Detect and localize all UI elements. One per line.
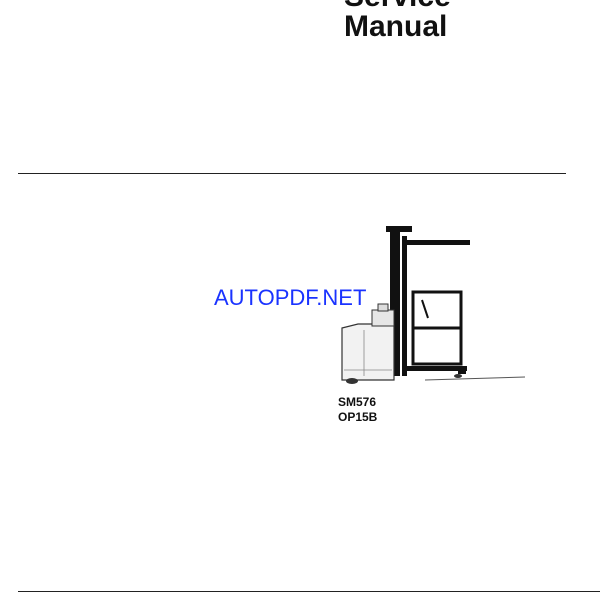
drive-wheel bbox=[346, 378, 358, 384]
fork bbox=[407, 366, 467, 371]
watermark-text: AUTOPDF.NET bbox=[214, 285, 367, 310]
document-title-line-1: Service bbox=[344, 0, 451, 12]
mast-top-bar bbox=[386, 226, 412, 232]
document-title-line-2: Manual bbox=[344, 10, 448, 43]
overhead-guard bbox=[407, 240, 470, 245]
model-code-secondary: OP15B bbox=[338, 410, 378, 424]
body-cap bbox=[377, 303, 389, 312]
floor-line bbox=[424, 376, 526, 381]
top-divider bbox=[18, 173, 566, 174]
forklift-illustration bbox=[341, 226, 526, 384]
model-code-primary: SM576 bbox=[338, 395, 377, 409]
load-wheel bbox=[454, 374, 462, 378]
platform-brace bbox=[421, 299, 429, 319]
truck-body bbox=[341, 323, 395, 381]
bottom-divider bbox=[18, 591, 600, 592]
mast-upright-rear bbox=[390, 228, 400, 376]
body-top-housing bbox=[371, 309, 395, 327]
mast-upright-front bbox=[402, 236, 407, 376]
fork-tip bbox=[458, 368, 466, 374]
